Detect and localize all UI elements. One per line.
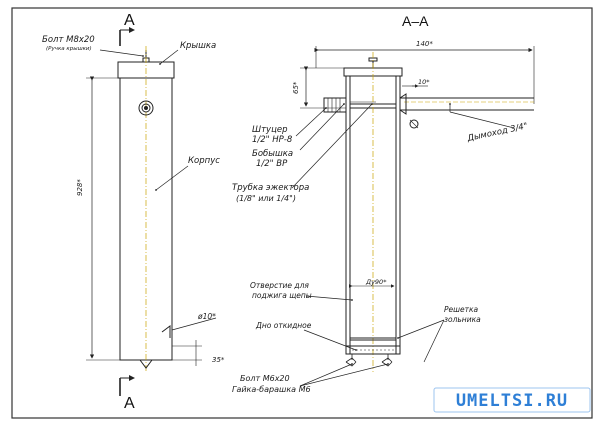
fitting-label: Штуцер <box>252 125 287 135</box>
bolt-top-sub-label: (Ручка крышки) <box>46 46 92 52</box>
angle-dimension: 35* <box>212 356 225 364</box>
ignition-hole-sub-label: поджига щепы <box>252 291 312 300</box>
fitting-sub-label: 1/2" НР-8 <box>252 135 293 145</box>
ejector-label: Трубка эжектора <box>232 183 309 193</box>
ejector-sub-label: (1/8" или 1/4") <box>236 194 296 203</box>
height-dimension: 928* <box>76 179 84 196</box>
left-view <box>86 27 217 396</box>
bolt-bottom-label: Болт М6х20 <box>240 374 290 383</box>
top-height-dimension: 65* <box>292 81 300 94</box>
section-mark-bottom: A <box>124 395 135 412</box>
section-view <box>291 46 535 387</box>
pipe-gap-dimension: 10* <box>418 78 430 86</box>
chimney-label: Дымоход 3/4" <box>466 121 529 144</box>
lid-label: Крышка <box>180 41 216 51</box>
section-mark-top: A <box>124 12 135 29</box>
grate-label: Решетка <box>444 305 479 314</box>
body-label: Корпус <box>188 156 220 166</box>
bushing-sub-label: 1/2" ВР <box>256 159 288 169</box>
bolt-top-label: Болт М8х20 <box>42 35 95 45</box>
section-title: A–A <box>402 13 429 29</box>
ignition-hole-label: Отверстие для <box>250 281 309 290</box>
watermark-text: UMELTSI.RU <box>456 391 568 411</box>
hole-dimension: ø10* <box>197 312 216 321</box>
grate-sub-label: зольника <box>444 315 481 324</box>
width-dimension: 140* <box>416 40 433 48</box>
watermark: UMELTSI.RU <box>433 387 591 413</box>
drawing-frame <box>11 7 593 419</box>
bushing-label: Бобышка <box>252 149 293 159</box>
bottom-label: Дно откидное <box>255 321 312 330</box>
inner-diameter-dimension: Ду90* <box>365 278 387 286</box>
wing-nut-label: Гайка-барашка М6 <box>232 385 311 394</box>
